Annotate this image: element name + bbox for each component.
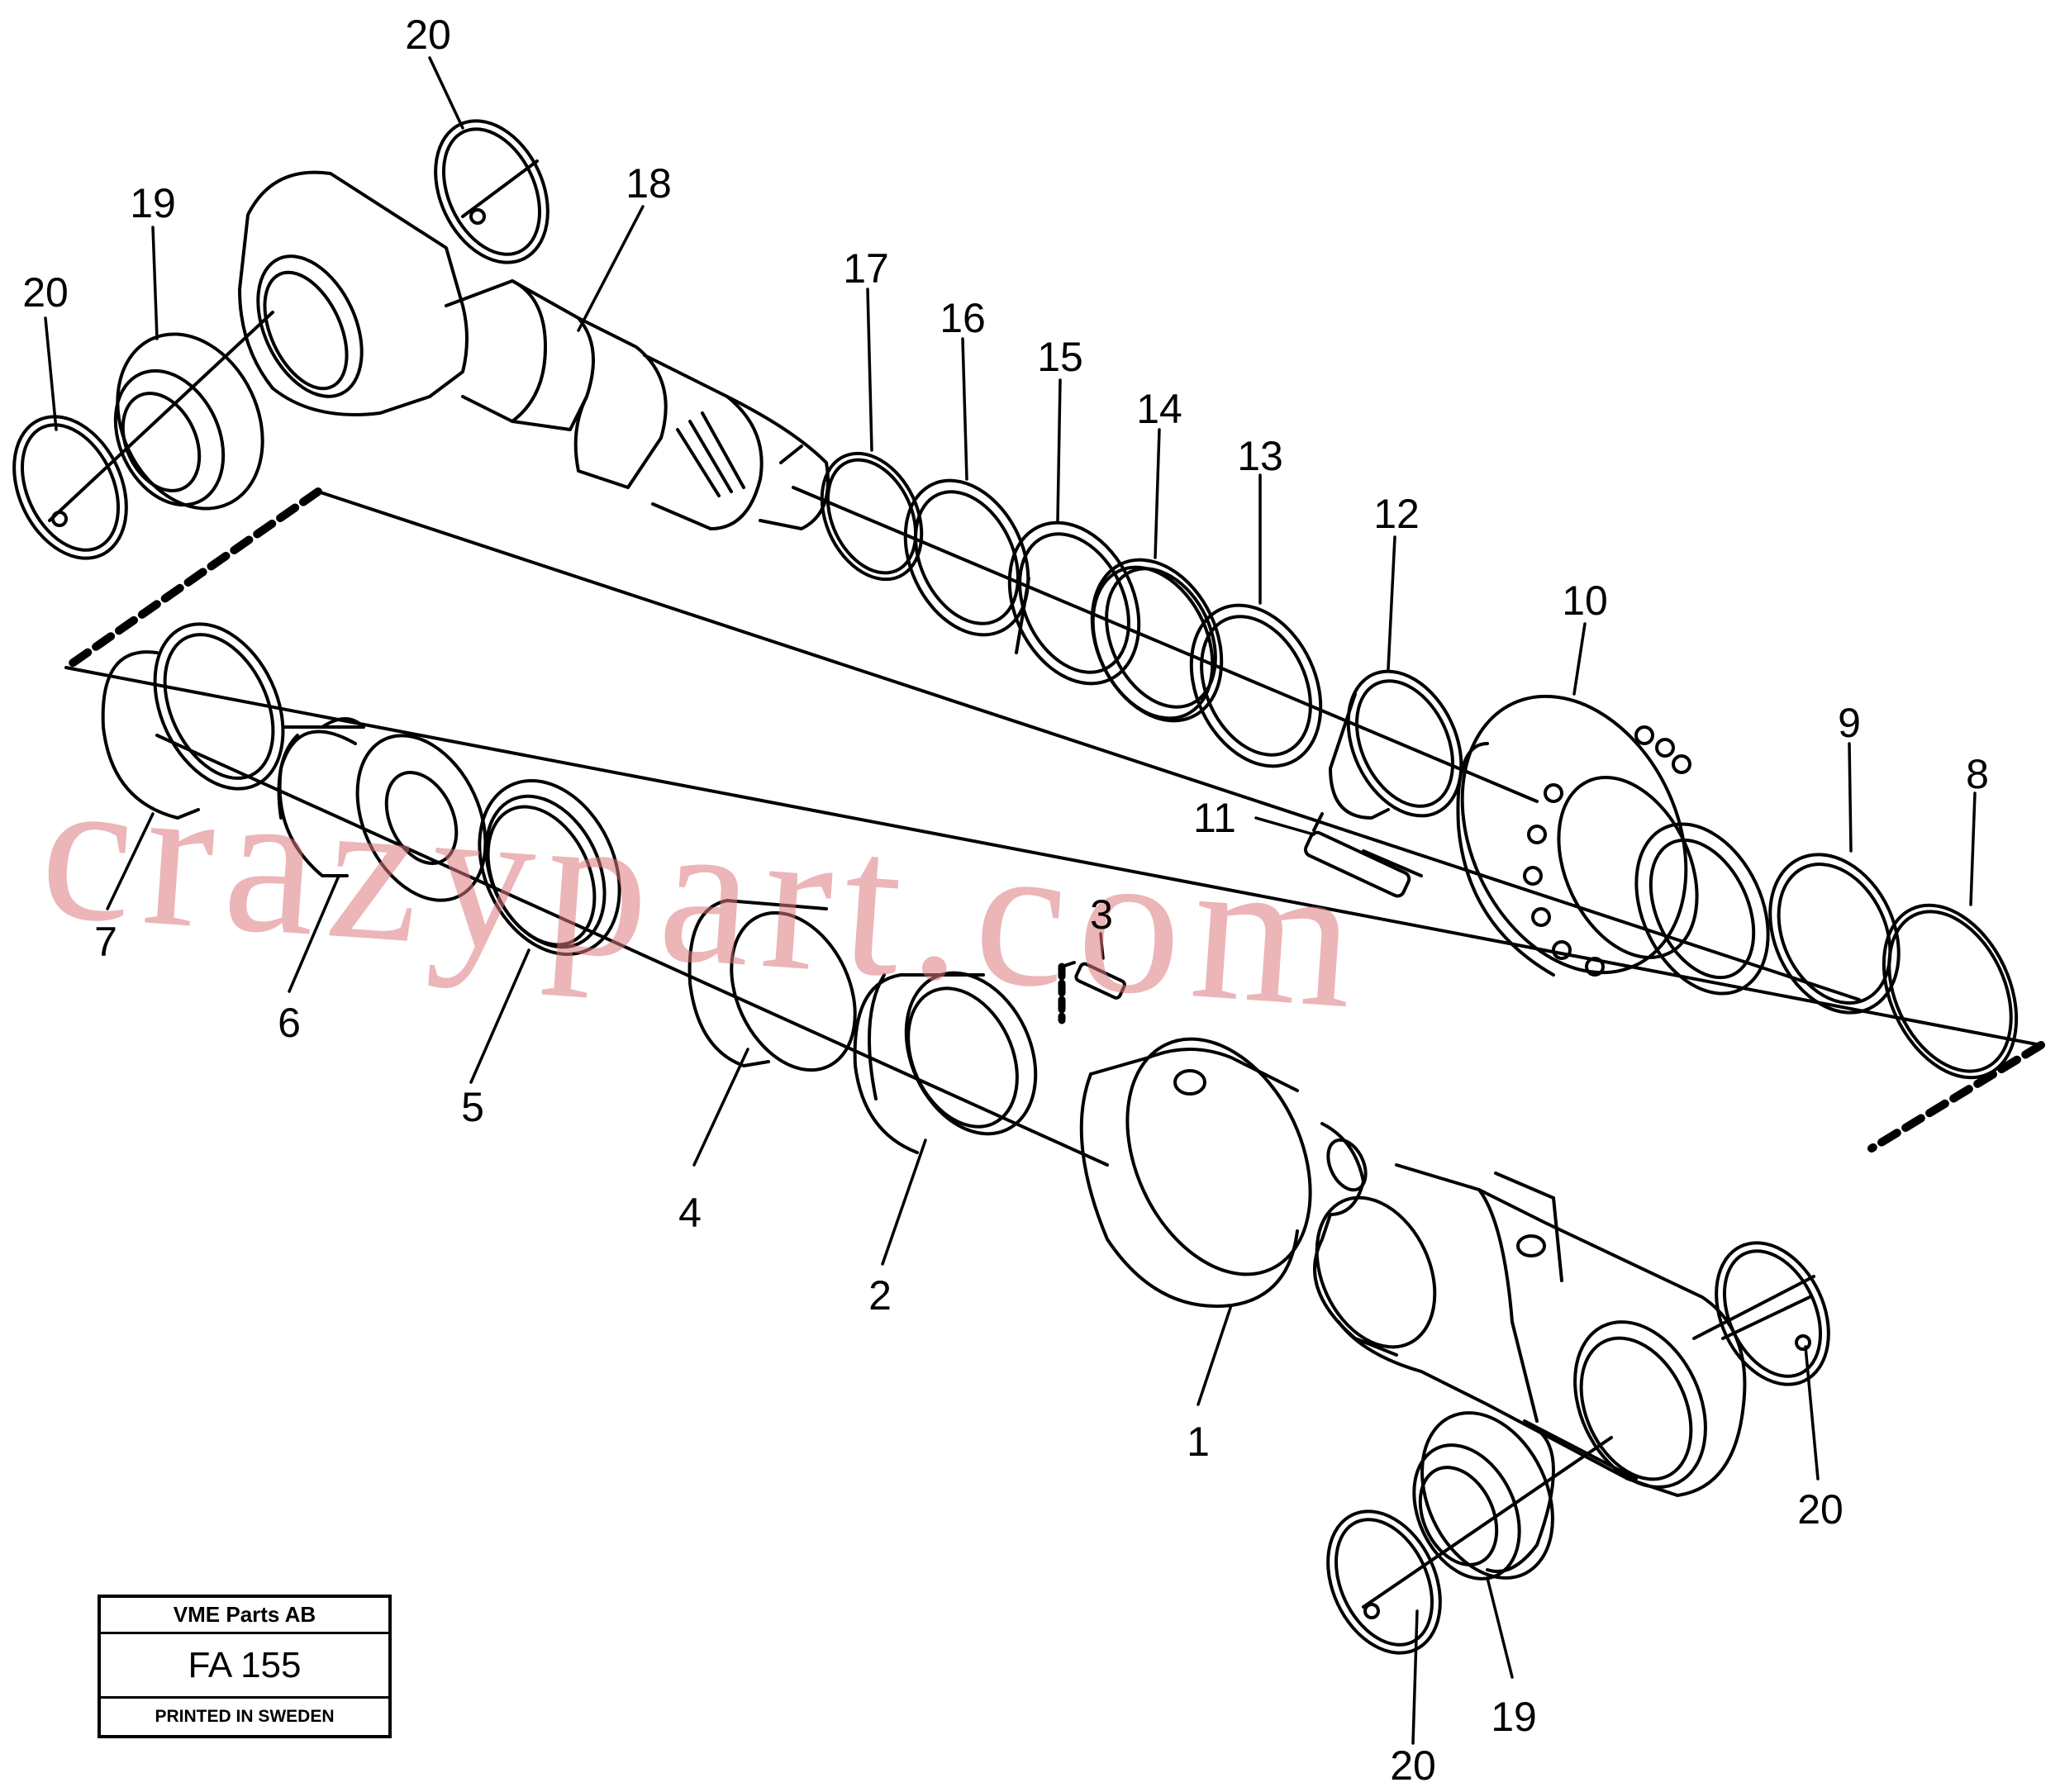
cylinder-tube-part-1	[1079, 1037, 1747, 1497]
leader-2	[881, 1138, 927, 1266]
leader-6	[288, 874, 340, 993]
leader-16	[961, 337, 968, 481]
leader-19b	[1486, 1576, 1514, 1679]
lower-eye-axis-line	[1692, 1275, 1815, 1340]
callout-11: 11	[1193, 795, 1236, 841]
leader-11	[1254, 816, 1315, 836]
circlip-part-20-right	[1715, 1241, 1830, 1386]
leader-4	[692, 1048, 749, 1167]
guide-ring-part-15	[1007, 520, 1141, 686]
piston-part-6	[277, 717, 488, 902]
callout-13: 13	[1237, 433, 1283, 479]
title-block-printed: PRINTED IN SWEDEN	[155, 1707, 335, 1726]
callout-20-top: 20	[405, 12, 451, 58]
bracket-left-dash	[62, 487, 322, 672]
leader-18	[577, 205, 645, 332]
setscrew-part-3	[1058, 961, 1126, 1024]
circlip-part-20-left	[12, 415, 128, 560]
callout-19-top: 19	[130, 180, 176, 226]
lower-bearing-axis-line	[1362, 1436, 1613, 1609]
group-bracket-outline	[62, 487, 2045, 1153]
circlip-part-20-bottom	[1326, 1509, 1442, 1655]
callout-17: 17	[843, 245, 889, 292]
callout-10: 10	[1562, 578, 1608, 624]
rod-eye-part-18	[238, 170, 830, 530]
title-block-code: FA 155	[101, 1634, 388, 1699]
callout-19-bottom: 19	[1491, 1694, 1537, 1740]
leader-17	[866, 288, 873, 452]
leader-7	[106, 812, 155, 910]
lower-axis-line	[155, 734, 1109, 1167]
leader-20b	[44, 316, 58, 431]
callout-20-right: 20	[1797, 1486, 1844, 1533]
leader-5	[469, 948, 530, 1084]
upper-axis-line	[48, 311, 274, 522]
seal-part-5	[478, 778, 621, 957]
callout-4: 4	[678, 1190, 702, 1236]
seal-part-16	[903, 478, 1030, 637]
callout-16: 16	[940, 295, 986, 341]
leader-9	[1848, 742, 1853, 853]
leader-19a	[151, 226, 159, 340]
bearing-part-19-bottom	[1412, 1411, 1555, 1580]
callout-6: 6	[278, 1000, 301, 1046]
bushing-part-4	[687, 899, 857, 1072]
callout-5: 5	[461, 1084, 484, 1130]
leader-14	[1154, 428, 1161, 559]
callout-14: 14	[1136, 386, 1182, 432]
screw-part-11	[1303, 812, 1423, 898]
callout-12: 12	[1373, 491, 1420, 537]
callout-15: 15	[1037, 334, 1083, 380]
leader-1	[1197, 1304, 1233, 1406]
callout-7: 7	[94, 919, 117, 965]
callout-9: 9	[1838, 700, 1861, 746]
ring-part-13	[1189, 603, 1323, 768]
leader-20a	[428, 56, 464, 130]
callout-3: 3	[1090, 891, 1113, 938]
title-block: VME Parts AB FA 155 PRINTED IN SWEDEN	[98, 1595, 392, 1738]
bracket-right-dash	[1867, 1041, 2045, 1153]
callout-20-left: 20	[22, 269, 69, 316]
callout-1: 1	[1187, 1419, 1210, 1465]
oring-part-17	[820, 451, 924, 582]
leader-10	[1572, 622, 1587, 696]
leader-12	[1387, 535, 1396, 671]
callout-8: 8	[1966, 751, 1989, 797]
title-block-company: VME Parts AB	[101, 1598, 388, 1634]
leader-15	[1056, 378, 1062, 522]
piston-rod-axis-line	[792, 486, 1539, 803]
callout-2: 2	[868, 1272, 892, 1319]
leader-20c	[1804, 1345, 1820, 1481]
bracket-top-line	[316, 490, 1861, 1001]
oring-part-8	[1882, 903, 2019, 1080]
bushing-part-7	[101, 622, 285, 820]
bearing-part-19-top	[113, 332, 264, 511]
cylinder-head-part-10	[1456, 694, 1770, 996]
leader-20d	[1411, 1609, 1419, 1745]
circlip-part-20-top	[434, 119, 549, 264]
leader-8	[1969, 791, 1977, 906]
bushing-part-12	[1329, 669, 1463, 820]
piston-part-2	[853, 971, 1038, 1154]
leader-lines	[44, 56, 1977, 1745]
ring-part-9	[1768, 853, 1901, 1015]
callout-18: 18	[626, 160, 672, 207]
leader-3	[1099, 932, 1105, 960]
callout-20-bottom: 20	[1390, 1742, 1436, 1789]
